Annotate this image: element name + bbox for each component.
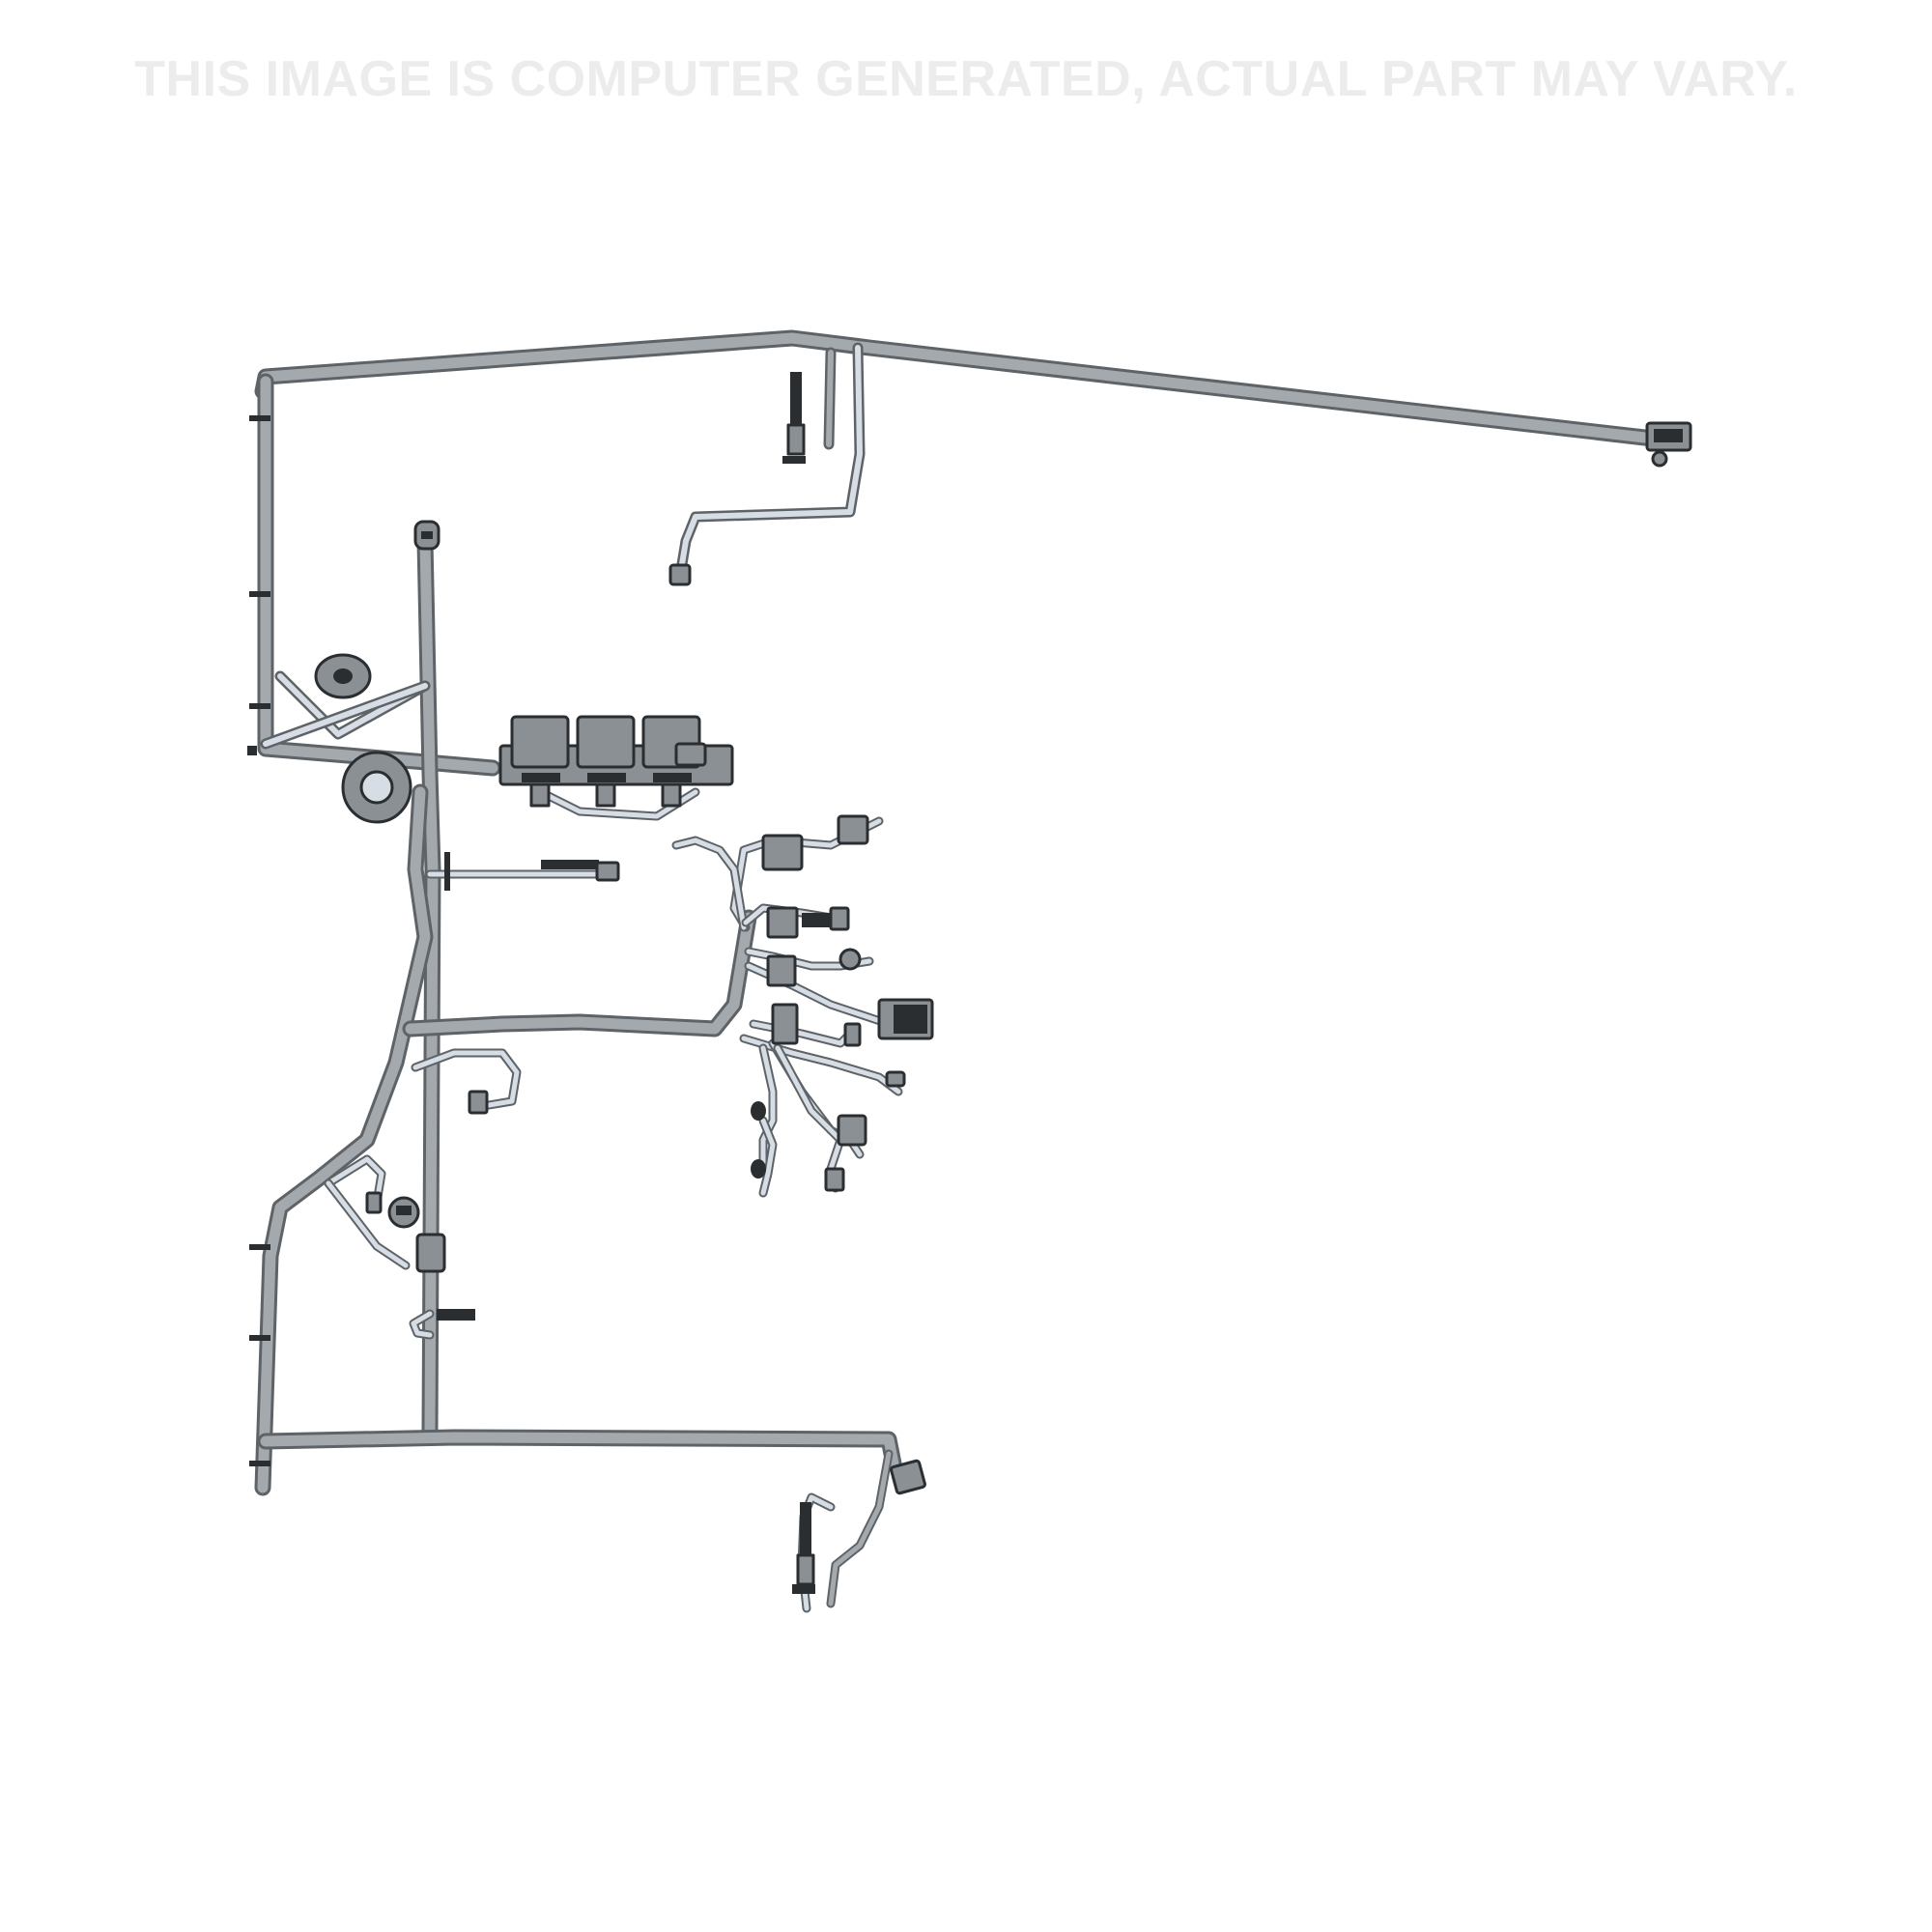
branches [260, 342, 903, 1613]
relay-module [498, 715, 734, 808]
connectors [365, 372, 1692, 1594]
clips [247, 415, 475, 1466]
grommets [314, 653, 412, 824]
disclaimer-text: THIS IMAGE IS COMPUTER GENERATED, ACTUAL… [134, 51, 1798, 107]
main-trunks [254, 329, 1670, 1496]
